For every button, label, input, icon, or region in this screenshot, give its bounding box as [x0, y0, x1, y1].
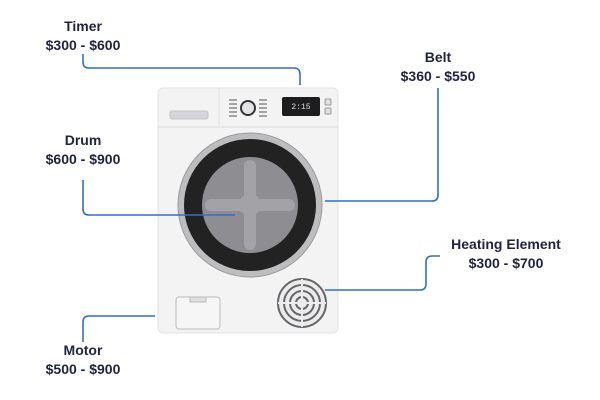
motor-callout-line [82, 315, 155, 342]
heating-element-label: Heating Element $300 - $700 [436, 235, 576, 273]
part-price: $300 - $700 [468, 255, 544, 271]
callout-lines [82, 54, 440, 342]
drum-label: Drum $600 - $900 [33, 131, 133, 169]
belt-label: Belt $360 - $550 [388, 48, 488, 86]
timer-knob [229, 99, 267, 117]
part-name: Heating Element [451, 236, 561, 252]
part-price: $500 - $900 [45, 361, 121, 377]
part-name: Timer [64, 18, 102, 34]
heating-element-callout-line [325, 255, 440, 291]
drum-callout-line [82, 180, 235, 216]
part-price: $300 - $600 [45, 37, 121, 53]
timer-label: Timer $300 - $600 [33, 17, 133, 55]
belt-callout-line [325, 88, 439, 202]
part-price: $600 - $900 [45, 151, 121, 167]
part-name: Belt [424, 49, 452, 65]
digital-display: 2:15 [282, 97, 320, 116]
drum-door [177, 132, 323, 278]
timer-callout-line [82, 54, 301, 85]
display-time: 2:15 [291, 103, 310, 112]
motor-label: Motor $500 - $900 [33, 341, 133, 379]
heating-vent [277, 278, 327, 328]
part-price: $360 - $550 [400, 68, 476, 84]
part-name: Drum [64, 132, 102, 148]
dryer-illustration: 2:15 [157, 87, 339, 334]
part-name: Motor [63, 342, 103, 358]
